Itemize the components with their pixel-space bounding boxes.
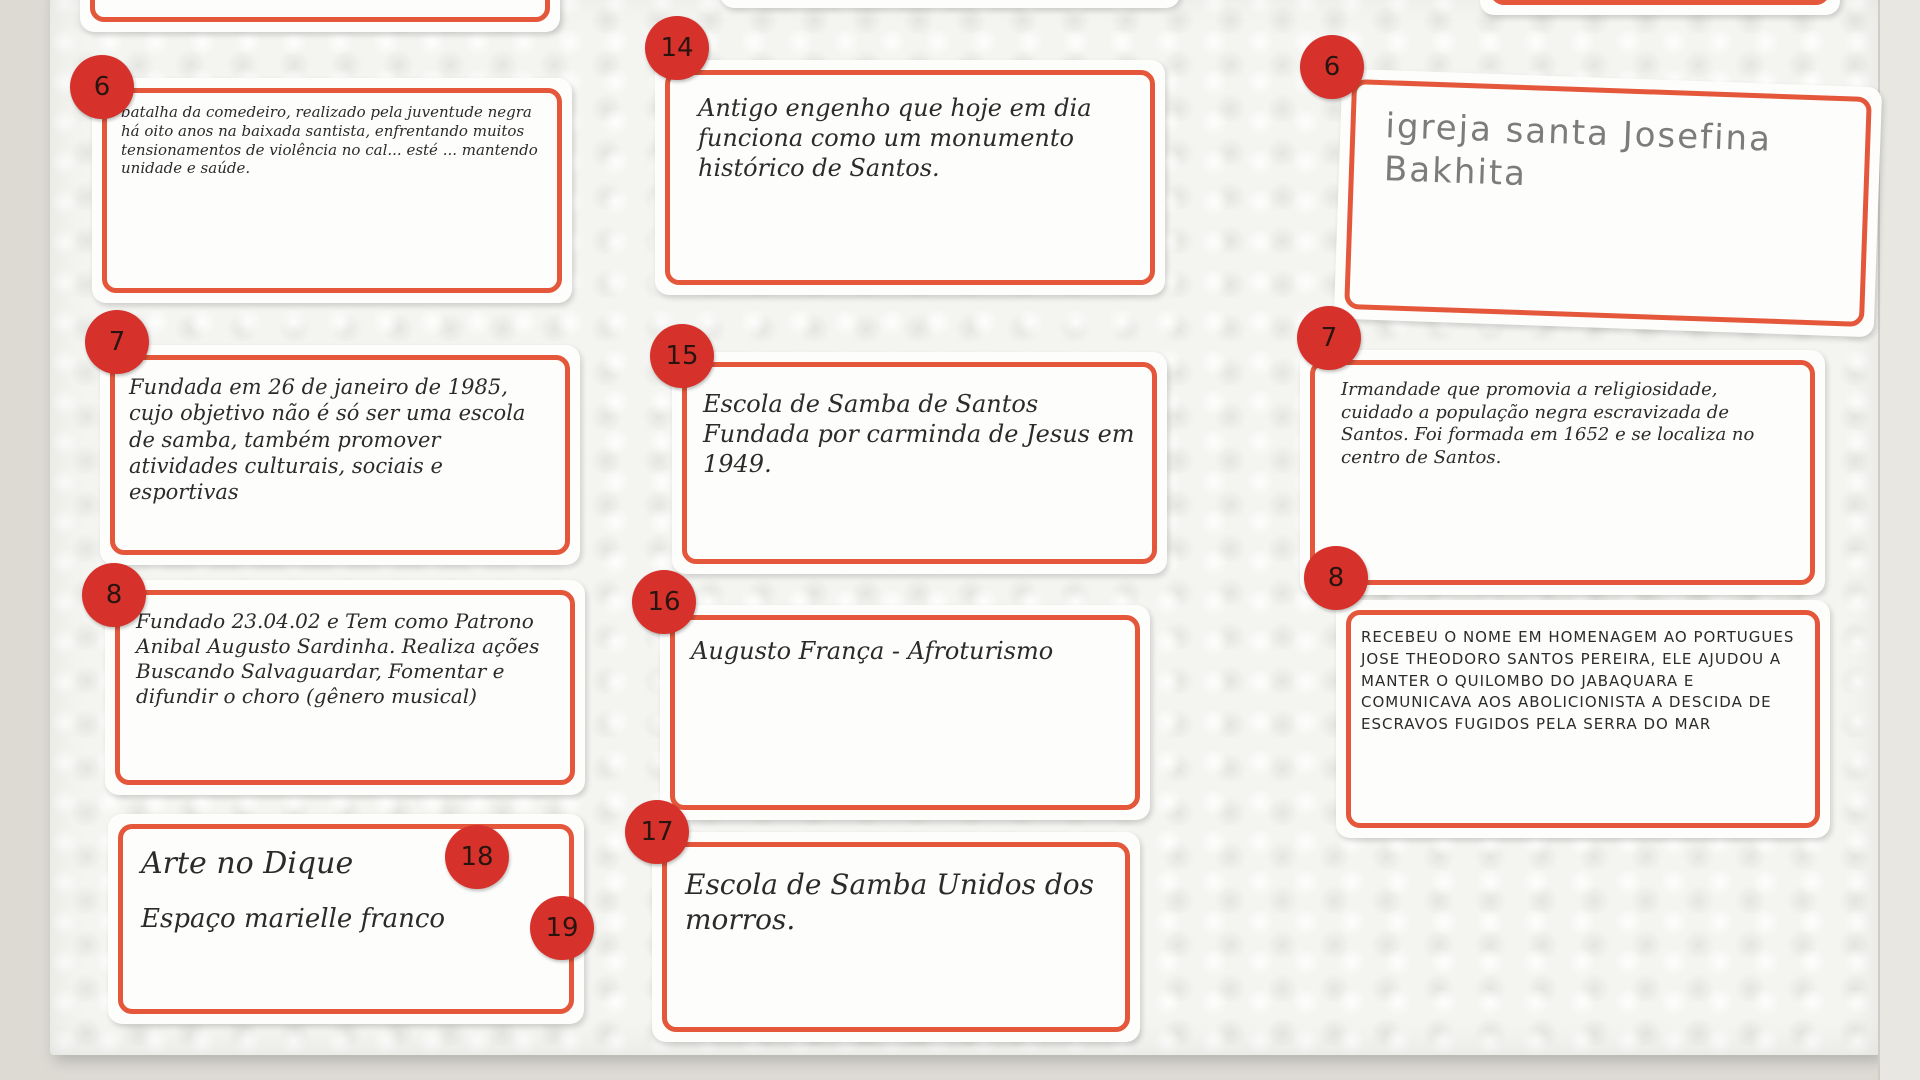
card-escola-samba-santos: Escola de Samba de Santos Fundada por ca… <box>672 352 1167 574</box>
card-fundado-choro: Fundado 23.04.02 e Tem como Patrono Anib… <box>105 580 585 795</box>
wall-edge <box>1878 0 1920 1080</box>
card-text: igreja santa Josefina Bakhita <box>1383 106 1773 194</box>
card-engenho: Antigo engenho que hoje em dia funciona … <box>655 60 1165 295</box>
card-irmandade: Irmandade que promovia a religiosidade, … <box>1300 350 1825 595</box>
card-arte-no-dique: Arte no Dique Espaço marielle franco <box>108 814 584 1024</box>
number-dot: 18 <box>445 825 509 889</box>
partial-card-top-left <box>80 0 560 32</box>
card-text: Fundado 23.04.02 e Tem como Patrono Anib… <box>136 609 540 708</box>
number-dot: 15 <box>650 324 714 388</box>
number-dot: 19 <box>530 896 594 960</box>
card-text: Escola de Samba de Santos Fundada por ca… <box>703 390 1135 478</box>
number-dot: 6 <box>70 55 134 119</box>
card-text: batalha da comedeiro, realizado pela juv… <box>121 103 538 178</box>
number-dot: 7 <box>85 310 149 374</box>
card-afroturismo: Augusto França - Afroturismo <box>660 605 1150 820</box>
card-text: Escola de Samba Unidos dos morros. <box>685 868 1095 936</box>
number-dot: 6 <box>1300 35 1364 99</box>
card-unidos-dos-morros: Escola de Samba Unidos dos morros. <box>652 832 1140 1042</box>
number-dot: 8 <box>1304 546 1368 610</box>
partial-card-top-middle <box>720 0 1180 8</box>
card-text: Antigo engenho que hoje em dia funciona … <box>698 94 1092 182</box>
card-line-1: Arte no Dique <box>141 846 354 881</box>
card-igreja: igreja santa Josefina Bakhita <box>1333 68 1883 338</box>
number-dot: 17 <box>625 800 689 864</box>
number-dot: 8 <box>82 563 146 627</box>
number-dot: 7 <box>1297 306 1361 370</box>
card-fundada-1985: Fundada em 26 de janeiro de 1985, cujo o… <box>100 345 580 565</box>
card-batalha: batalha da comedeiro, realizado pela juv… <box>92 78 572 303</box>
card-text: Irmandade que promovia a religiosidade, … <box>1341 379 1755 468</box>
card-text: RECEBEU O NOME EM HOMENAGEM AO PORTUGUES… <box>1361 628 1795 733</box>
number-dot: 16 <box>632 570 696 634</box>
partial-card-top-right <box>1480 0 1840 15</box>
number-dot: 14 <box>645 16 709 80</box>
card-quilombo-jabaquara: RECEBEU O NOME EM HOMENAGEM AO PORTUGUES… <box>1336 600 1830 838</box>
card-text: Fundada em 26 de janeiro de 1985, cujo o… <box>129 375 526 504</box>
card-line-2: Espaço marielle franco <box>141 903 446 934</box>
card-text: Augusto França - Afroturismo <box>691 637 1054 665</box>
